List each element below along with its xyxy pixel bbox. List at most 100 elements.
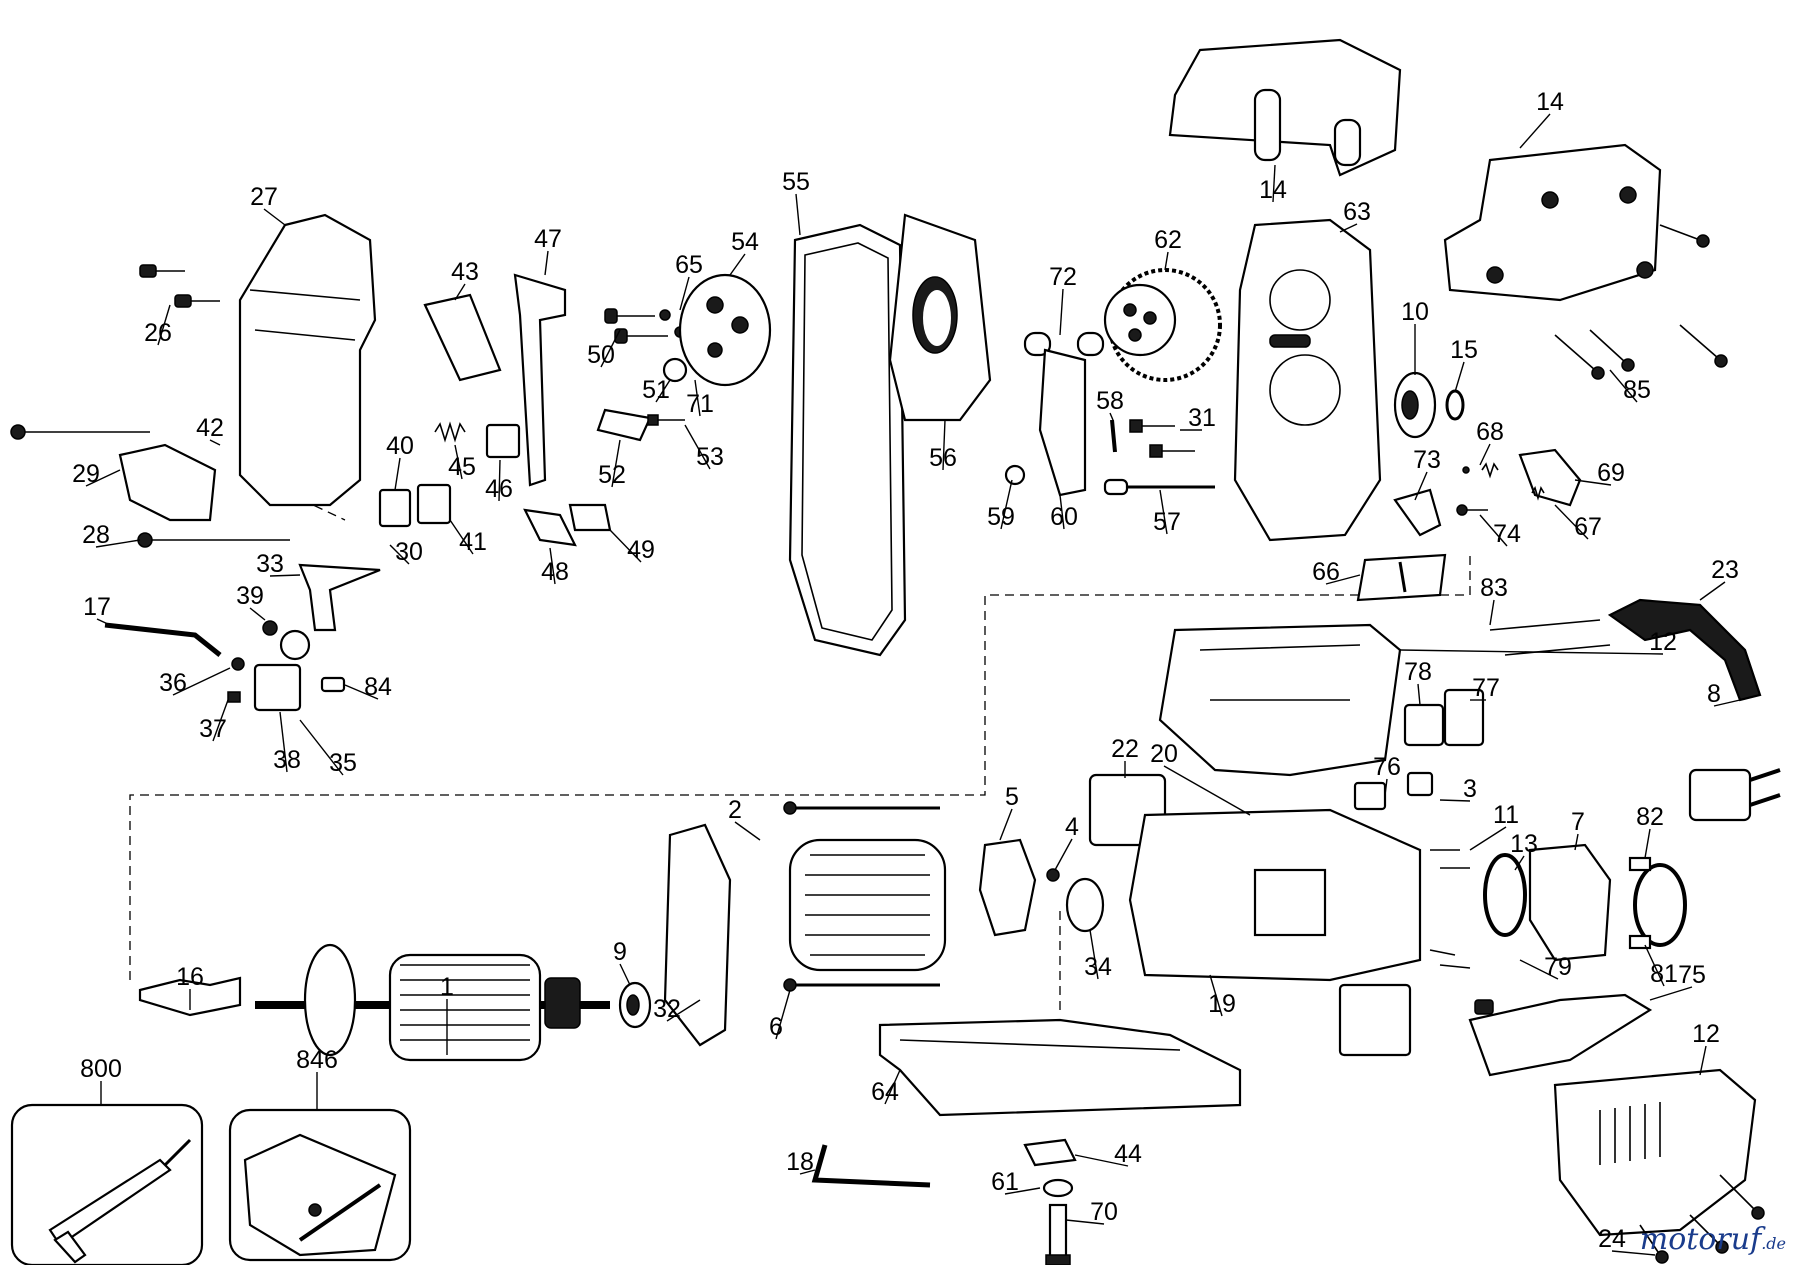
part-number-label: 63 [1343, 198, 1371, 226]
leader-line [1109, 412, 1114, 421]
part-number-label: 32 [653, 995, 681, 1023]
part-number-label: 28 [82, 521, 110, 549]
leader-line [1164, 251, 1169, 271]
field-coil [788, 838, 947, 972]
spring [434, 421, 466, 443]
block [253, 663, 302, 712]
leader-line [1163, 765, 1251, 816]
leader-line [694, 379, 701, 417]
leader-line [1574, 479, 1612, 486]
leader-line [1417, 683, 1421, 706]
leader-line [655, 379, 671, 403]
part-number-label: 73 [1413, 446, 1441, 474]
watermark-domain: .de [1761, 1234, 1786, 1253]
leader-line [209, 439, 221, 446]
screw [604, 308, 655, 324]
part-number-label: 55 [782, 168, 810, 196]
screw [174, 294, 220, 308]
long-screw [783, 801, 940, 815]
part-number-label: 68 [1476, 418, 1504, 446]
part-number-label: 24 [1598, 1225, 1626, 1253]
leader-line [619, 963, 631, 986]
part-number-label: 800 [80, 1055, 122, 1083]
switch [1443, 688, 1485, 747]
leader-line [549, 547, 556, 585]
leader-line [1059, 288, 1064, 336]
pin [1103, 478, 1215, 496]
part-number-label: 46 [485, 475, 513, 503]
plate [416, 483, 452, 525]
leader-line [1609, 369, 1638, 403]
part-number-label: 44 [1114, 1140, 1142, 1168]
leader-line [172, 667, 231, 696]
screw [1679, 324, 1728, 368]
long-screw [10, 424, 150, 440]
side-cover [1443, 143, 1662, 302]
counterweight-disk [678, 273, 772, 387]
part-number-label: 39 [236, 582, 264, 610]
set-screw [227, 691, 241, 703]
leader-line [157, 304, 171, 346]
terminal [1628, 934, 1652, 950]
cover-plate [888, 213, 992, 422]
part-number-label: 47 [534, 225, 562, 253]
leader-line [279, 711, 288, 773]
leader-line [1611, 1250, 1656, 1256]
leader-line [394, 457, 401, 491]
part-number-label: 67 [1574, 513, 1602, 541]
part-number-label: 8 [1707, 680, 1721, 708]
part-number-label: 27 [250, 183, 278, 211]
part-number-label: 83 [1480, 574, 1508, 602]
leader-line [1489, 599, 1495, 626]
grease-gun [48, 1138, 192, 1264]
part-number-label: 76 [1373, 753, 1401, 781]
roller [523, 508, 577, 547]
part-number-label: 10 [1401, 298, 1429, 326]
gear-housing [1233, 218, 1382, 542]
bracket [118, 443, 217, 522]
baffle [663, 823, 732, 1047]
part-number-label: 53 [696, 443, 724, 471]
leader-line [1000, 479, 1013, 530]
part-number-label: 6 [769, 1013, 783, 1041]
ball [262, 620, 278, 636]
leader-line [729, 253, 746, 276]
accessory-kit [243, 1133, 397, 1257]
part-number-label: 48 [541, 558, 569, 586]
leader-line [1325, 574, 1361, 585]
part-number-label: 14 [1259, 176, 1287, 204]
leader-line [611, 439, 621, 488]
leader-line [454, 283, 466, 301]
power-cord [1607, 598, 1762, 702]
part-number-label: 1 [440, 973, 454, 1001]
plate [1393, 488, 1442, 537]
retaining-ring [1633, 863, 1687, 947]
part-number-label: 14 [1536, 88, 1564, 116]
spring [1481, 462, 1499, 479]
leader-line [1384, 778, 1388, 796]
long-screw [783, 978, 940, 992]
leader-line [249, 607, 266, 621]
top-cover [1168, 38, 1402, 177]
part-number-label: 37 [199, 715, 227, 743]
leader-line [449, 519, 474, 555]
part-number-label: 62 [1154, 226, 1182, 254]
leader-line [1065, 1219, 1105, 1225]
leader-line [1454, 361, 1465, 393]
leader-line [498, 459, 501, 502]
part-number-label: 846 [296, 1046, 338, 1074]
block [485, 423, 521, 459]
plate [596, 408, 652, 442]
leader-line [454, 444, 463, 480]
screw [1456, 504, 1488, 516]
part-number-label: 17 [83, 593, 111, 621]
site-watermark: motoruf.de [1640, 1222, 1786, 1257]
leader-line [684, 424, 711, 470]
pin [1110, 419, 1117, 453]
part-number-label: 51 [642, 376, 670, 404]
part-number-label: 42 [196, 414, 224, 442]
leader-line [1054, 838, 1073, 871]
lever [513, 273, 567, 487]
part-number-label: 30 [395, 538, 423, 566]
